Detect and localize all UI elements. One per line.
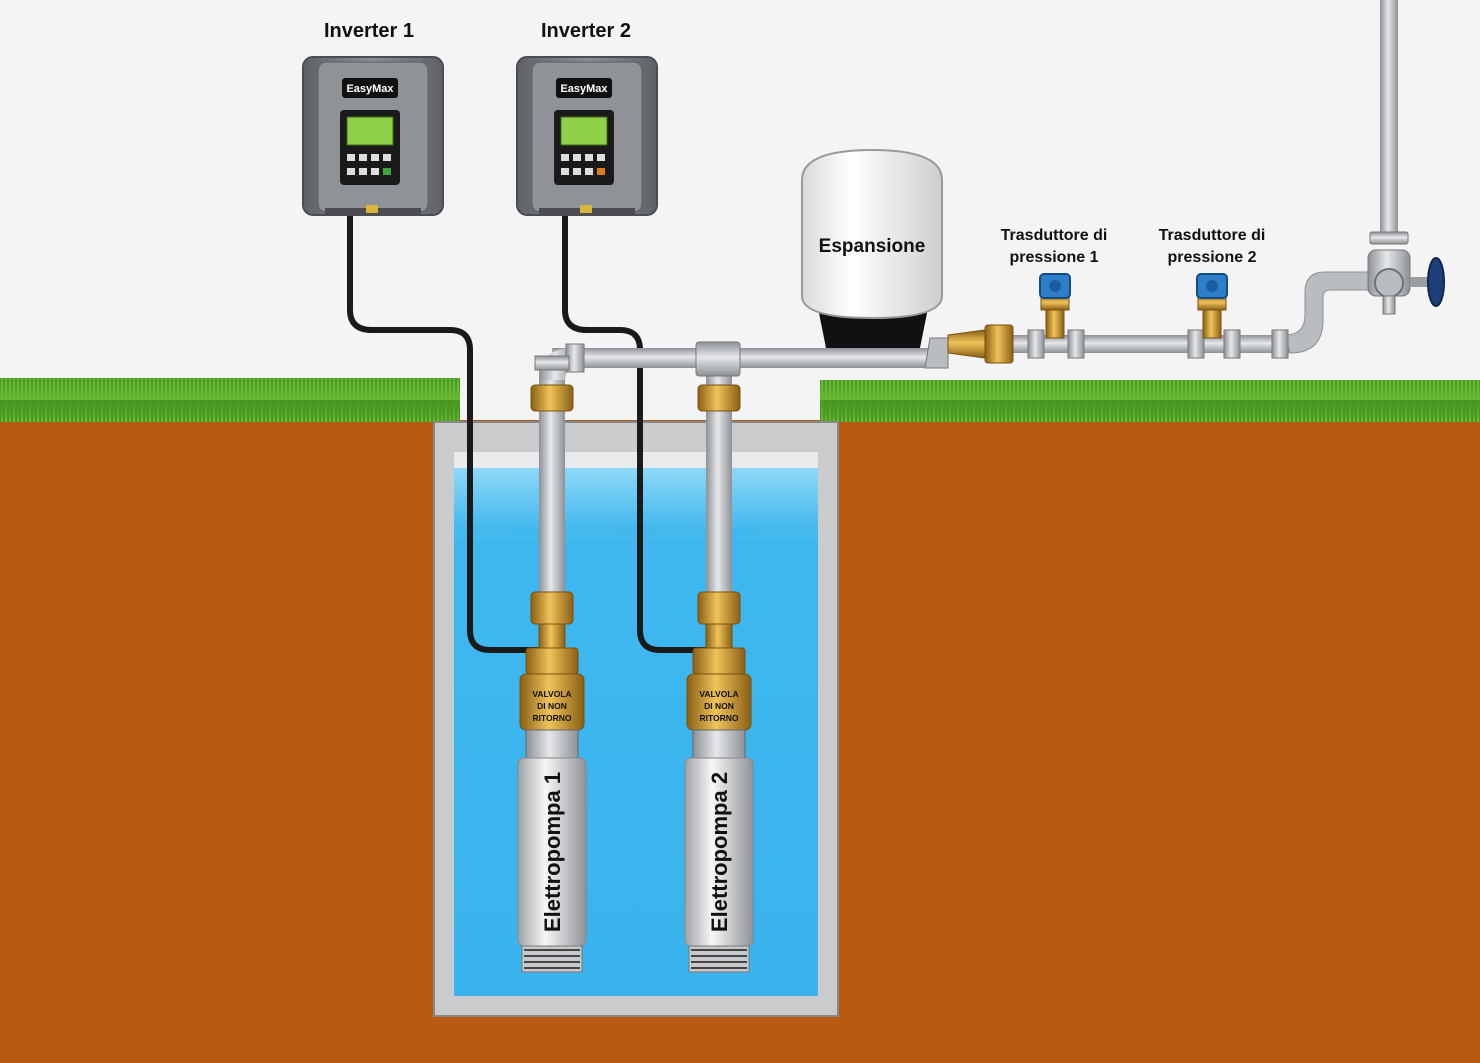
check-valve-1: VALVOLA DI NON RITORNO [519,647,585,731]
check-valve-2: VALVOLA DI NON RITORNO [686,647,752,731]
inverter-1-brand-plate [342,78,398,98]
inverter-2-keypad[interactable] [561,154,605,175]
valve-2-label-line3: RITORNO [699,713,738,723]
riser-fittings [530,384,741,649]
expansion-label: Espansione [819,236,926,257]
pump-1-label: Elettropompa 1 [540,772,565,932]
pump-1: Elettropompa 1 [517,729,587,973]
valve-handwheel-icon[interactable] [1427,257,1445,307]
inverter-1[interactable]: EasyMax Inverter 1 [302,20,444,216]
valve-2-label-line2: DI NON [704,701,734,711]
valve-1-label-line3: RITORNO [532,713,571,723]
transducer-1 [1039,273,1071,339]
water [454,468,818,996]
inverter-1-brand: EasyMax [346,83,394,95]
transducer-2-label-line2: pressione 2 [1168,249,1257,266]
inverter-2-brand: EasyMax [560,83,608,95]
inverter-1-display [346,116,394,146]
expansion-tank: Espansione [801,148,943,348]
pump-2-label: Elettropompa 2 [707,772,732,932]
inverter-1-title: Inverter 1 [324,20,414,42]
grass-left [0,378,460,422]
valve-1-label-line1: VALVOLA [532,689,571,699]
grass-right [820,380,1480,422]
cable-1 [347,212,543,653]
gate-valve[interactable] [1367,249,1445,315]
transducer-1-label-line1: Trasduttore di [1001,227,1108,244]
valve-1-label-line2: DI NON [537,701,567,711]
inverter-2-title: Inverter 2 [541,20,631,42]
transducer-2-label-line1: Trasduttore di [1159,227,1266,244]
inverter-2[interactable]: EasyMax Inverter 2 [516,20,658,216]
inverter-1-keypad[interactable] [347,154,391,175]
well [433,421,839,1017]
inverter-2-brand-plate [556,78,612,98]
pump-2: Elettropompa 2 [684,729,754,973]
inverter-2-display [560,116,608,146]
transducer-1-label-line2: pressione 1 [1010,249,1099,266]
valve-2-label-line1: VALVOLA [699,689,738,699]
transducer-2 [1196,273,1228,339]
cable-2 [562,212,708,653]
